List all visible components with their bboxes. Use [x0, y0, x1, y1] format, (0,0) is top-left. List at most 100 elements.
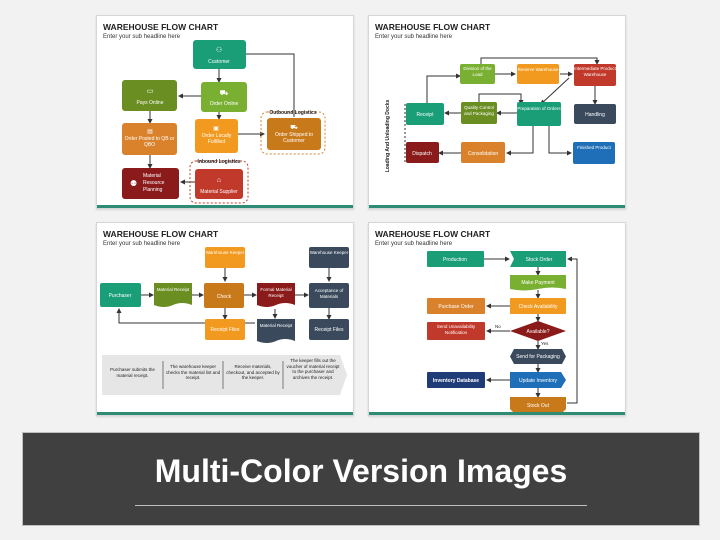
node-receipt[interactable]: Receipt [406, 103, 444, 125]
cart-icon: ⛟ [220, 90, 229, 97]
step-2: The warehouse keeper checks the material… [165, 364, 221, 380]
node-handling[interactable]: Handling [574, 104, 616, 124]
node-receipt-files-1[interactable]: Receipt Files [205, 319, 245, 340]
svg-text:Order Online: Order Online [210, 101, 239, 107]
node-inventory-db[interactable]: Inventory Database [427, 372, 485, 388]
node-update-inventory[interactable]: Update Inventory [510, 372, 566, 388]
node-production[interactable]: Production [427, 251, 484, 267]
slide-title: WAREHOUSE FLOW CHART [103, 22, 219, 32]
node-order-fulfilled[interactable]: ▣ Order Locally Fulfilled [195, 119, 238, 153]
flowchart-2: Loading And Unloading Docks Division of … [385, 57, 616, 172]
document-icon: ▤ [147, 129, 153, 135]
slide-3[interactable]: WAREHOUSE FLOW CHART Enter your sub head… [96, 222, 354, 416]
svg-text:Check Availability: Check Availability [519, 304, 558, 310]
svg-text:Update Inventory: Update Inventory [519, 378, 558, 384]
node-material-receipt-2[interactable]: Material Receipt [257, 319, 295, 343]
node-customer[interactable]: ⚇ Customer [193, 40, 246, 69]
svg-text:Dispatch: Dispatch [412, 151, 432, 157]
step-3: Receive materials, checkout, and accepte… [226, 364, 280, 380]
step-1: Purchaser submits the material receipt. [110, 367, 155, 378]
step-4: The keeper fills out the voucher of mate… [286, 358, 340, 380]
accent-bar [369, 205, 625, 208]
node-mrp[interactable]: ⚉ Material Resource Planning [122, 168, 179, 199]
svg-text:Production: Production [443, 257, 467, 263]
node-send-unavailability[interactable]: Send Unavailability Notification [427, 322, 485, 340]
slide-4[interactable]: WAREHOUSE FLOW CHART Enter your sub head… [368, 222, 626, 416]
node-order-posted[interactable]: ▤ Order Posted to QB or QBO [122, 123, 177, 155]
svg-text:Planning: Planning [143, 187, 163, 193]
svg-text:Receipt Files: Receipt Files [211, 327, 240, 333]
edge-yes-label: Yes [541, 341, 549, 346]
svg-text:Make Payment: Make Payment [521, 280, 555, 286]
node-dispatch[interactable]: Dispatch [406, 142, 439, 163]
node-warehouse-keeper-2[interactable]: Warehouse Keeper [309, 247, 349, 268]
banner-title: Multi-Color Version Images [154, 453, 568, 489]
node-division[interactable]: Division of the Load [460, 64, 495, 84]
connectors [426, 57, 600, 156]
flowchart-4: No Yes Production Stock Order Make Payme… [427, 251, 578, 413]
node-order-online[interactable]: ⛟ Order Online [201, 82, 247, 112]
node-consolidation[interactable]: Consolidation [461, 142, 505, 163]
node-reserve[interactable]: Reserve Warehouse [517, 64, 559, 85]
box-icon: ▣ [213, 126, 219, 132]
step-dividers [162, 361, 284, 389]
banner-underline [135, 505, 587, 506]
svg-text:Receipt Files: Receipt Files [315, 327, 344, 333]
node-preparation[interactable]: Preparation of Orders [517, 102, 561, 126]
node-intermediate[interactable]: Intermediate Product Warehouse [574, 64, 616, 86]
user-icon: ⚇ [216, 46, 222, 54]
flowchart-1: Outbound Logistics Inbound Logistics ⚇ C… [122, 40, 326, 204]
svg-text:Receipt: Receipt [417, 112, 435, 118]
node-acceptance[interactable]: Acceptance of Materials [309, 283, 349, 308]
slide-subtitle: Enter your sub headline here [103, 34, 181, 40]
accent-bar [97, 205, 353, 208]
network-icon: ⚉ [130, 179, 137, 188]
svg-text:Resource: Resource [143, 180, 165, 186]
svg-text:Customer: Customer [208, 59, 230, 65]
node-pays-online[interactable]: ▭ Pays Online [122, 80, 177, 111]
flowchart-3: Purchaser Material Receipt Warehouse Kee… [100, 247, 349, 395]
node-purchaser[interactable]: Purchaser [100, 283, 141, 307]
inbound-label: Inbound Logistics [197, 159, 240, 165]
docks-label: Loading And Unloading Docks [385, 99, 391, 172]
slide-1[interactable]: WAREHOUSE FLOW CHART Enter your sub head… [96, 15, 354, 209]
svg-text:Purchase Order: Purchase Order [438, 304, 474, 310]
slide-title: WAREHOUSE FLOW CHART [375, 229, 491, 239]
node-quality[interactable]: Quality Control and Packaging [461, 102, 497, 124]
svg-text:Consolidation: Consolidation [468, 151, 499, 157]
card-icon: ▭ [147, 88, 154, 95]
connectors [484, 256, 578, 404]
svg-text:Handling: Handling [585, 112, 605, 118]
slide-title: WAREHOUSE FLOW CHART [103, 229, 219, 239]
node-purchase-order[interactable]: Purchase Order [427, 298, 485, 314]
node-check-availability[interactable]: Check Availability [510, 298, 566, 314]
svg-text:Purchaser: Purchaser [109, 293, 132, 299]
node-make-payment[interactable]: Make Payment [510, 275, 566, 291]
outbound-label: Outbound Logistics [269, 110, 316, 116]
node-check[interactable]: Check [204, 283, 244, 308]
node-send-packaging[interactable]: Send for Packaging [510, 349, 566, 364]
inbound-group [189, 160, 249, 204]
node-warehouse-keeper-1[interactable]: Warehouse Keeper [205, 247, 245, 268]
accent-bar [97, 412, 353, 415]
node-order-shipped[interactable]: ⛟ Order Shipped to Customer [267, 118, 321, 150]
factory-icon: ⌂ [217, 177, 221, 184]
slide-subtitle: Enter your sub headline here [375, 241, 453, 247]
svg-text:Inventory Database: Inventory Database [433, 378, 479, 384]
node-finished[interactable]: Finished Product [573, 142, 615, 164]
slide-subtitle: Enter your sub headline here [375, 34, 453, 40]
node-stock-out[interactable]: Stock Out [510, 397, 566, 413]
node-receipt-files-2[interactable]: Receipt Files [309, 319, 349, 340]
node-material-receipt[interactable]: Material Receipt [154, 283, 192, 307]
slide-subtitle: Enter your sub headline here [103, 241, 181, 247]
node-material-supplier[interactable]: ⌂ Material Supplier [195, 169, 243, 199]
svg-text:Material: Material [143, 173, 161, 179]
outbound-group [260, 111, 326, 155]
node-available[interactable]: Available? [510, 321, 566, 341]
slide-2[interactable]: WAREHOUSE FLOW CHART Enter your sub head… [368, 15, 626, 209]
svg-text:Stock Out: Stock Out [527, 403, 550, 409]
node-stock-order[interactable]: Stock Order [510, 251, 566, 267]
node-formal-receipt[interactable]: Formal Material Receipt [257, 283, 295, 307]
svg-text:Available?: Available? [527, 329, 550, 335]
slide-title: WAREHOUSE FLOW CHART [375, 22, 491, 32]
